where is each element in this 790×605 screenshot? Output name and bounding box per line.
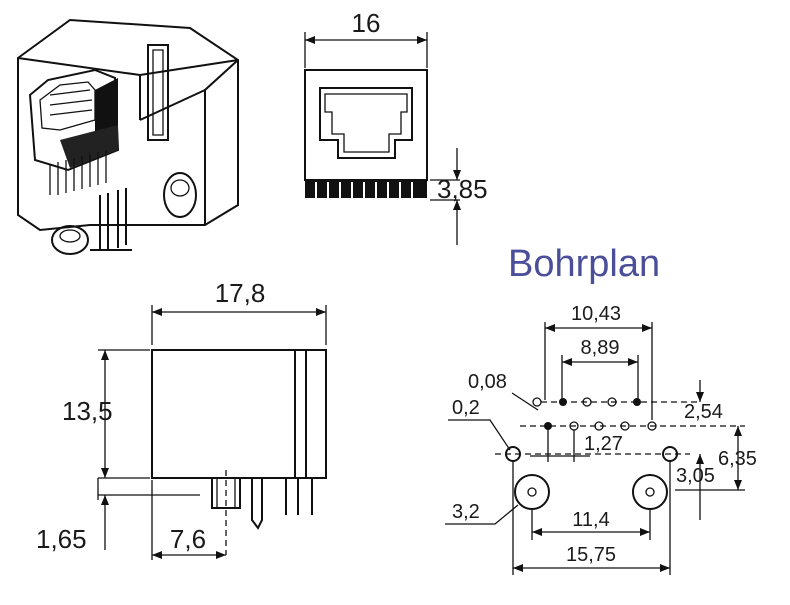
dim-holes-outer: 10,43 bbox=[571, 303, 621, 325]
peg-hole-left bbox=[514, 474, 550, 510]
dim-peg-hole-diameter: 3,2 bbox=[452, 501, 480, 523]
dim-pin-pitch: 1,27 bbox=[584, 433, 623, 455]
drill-plan-title: Bohrplan bbox=[508, 243, 660, 285]
side-view: 17,8 13,5 1,65 7,6 bbox=[36, 278, 327, 560]
peg-hole-right bbox=[632, 474, 668, 510]
dim-holes-inner: 8,89 bbox=[581, 337, 620, 359]
dim-body-height: 13,5 bbox=[62, 396, 113, 426]
dim-body-width: 17,8 bbox=[215, 278, 266, 308]
dim-pin-length: 3,85 bbox=[437, 174, 488, 204]
dim-peg-offset: 7,6 bbox=[170, 524, 206, 554]
dim-tolerance-small: 0,08 bbox=[468, 371, 507, 393]
dim-row-spacing: 2,54 bbox=[684, 401, 723, 423]
dim-peg-spacing-inner: 11,4 bbox=[572, 509, 609, 531]
dim-front-width: 16 bbox=[352, 8, 381, 38]
dim-peg-row-offset: 3,05 bbox=[676, 465, 715, 487]
pin-holes-row-1 bbox=[532, 397, 700, 407]
front-view: 16 3,85 bbox=[304, 8, 488, 245]
isometric-view bbox=[17, 18, 239, 255]
dim-peg-spacing-outer: 15,75 bbox=[566, 544, 616, 566]
dim-vertical-to-pegs: 6,35 bbox=[718, 448, 757, 470]
dim-tolerance-hole: 0,2 bbox=[452, 397, 480, 419]
dim-pin-offset: 1,65 bbox=[36, 524, 87, 554]
drill-plan: Bohrplan 10,43 8,89 0,08 0,2 bbox=[445, 243, 757, 575]
pin-holes-row-2 bbox=[520, 421, 745, 431]
